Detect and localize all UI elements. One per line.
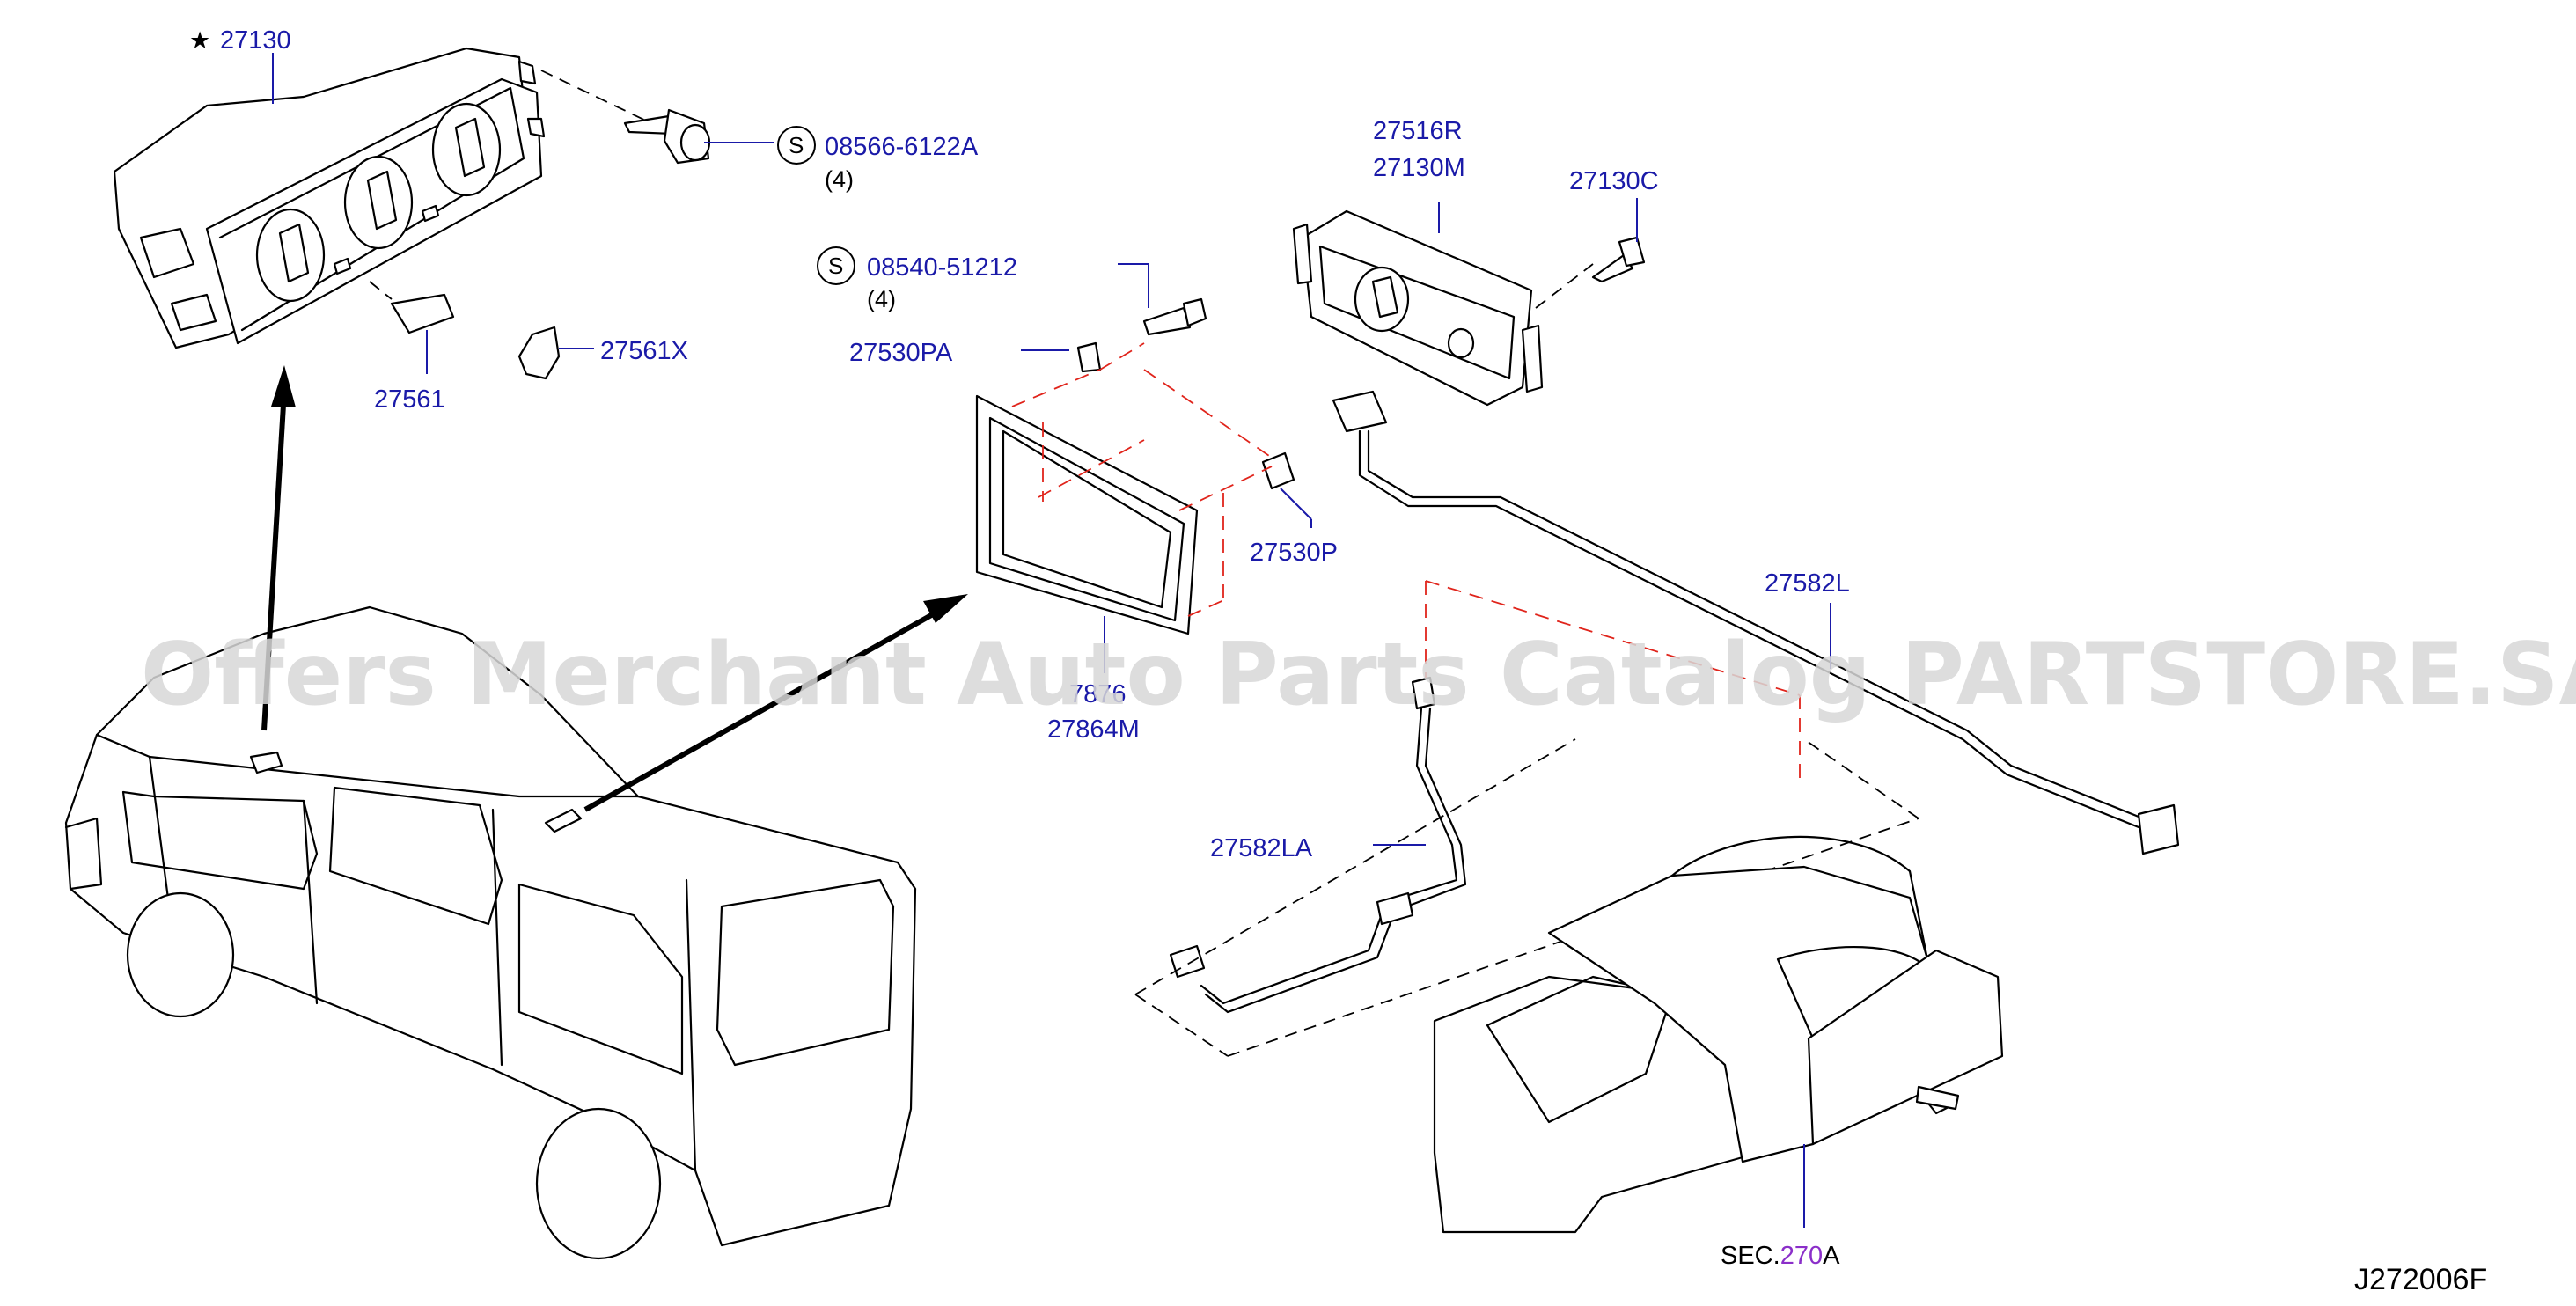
part-label-27561x: 27561X bbox=[600, 337, 688, 365]
part-label-7876: 7876 bbox=[1069, 680, 1127, 708]
part-label-27130c: 27130C bbox=[1569, 167, 1659, 195]
part-label-08566-6122a: 08566-6122A bbox=[825, 133, 979, 161]
part-label-27582la: 27582LA bbox=[1210, 834, 1313, 862]
qty-label-08566: (4) bbox=[825, 166, 854, 193]
part-label-27530p: 27530P bbox=[1250, 539, 1338, 567]
harness-27582l bbox=[1332, 390, 2180, 855]
screw-27130c bbox=[1591, 236, 1646, 283]
section-number[interactable]: 270 bbox=[1780, 1242, 1823, 1270]
part-label-27130: 27130 bbox=[220, 26, 291, 55]
section-reference[interactable]: SEC.270A bbox=[1721, 1242, 1840, 1270]
section-suffix: A bbox=[1823, 1242, 1840, 1270]
vehicle-illustration bbox=[64, 605, 917, 1260]
qty-label-08540: (4) bbox=[867, 286, 896, 312]
rear-control-assembly bbox=[1292, 209, 1544, 407]
leader-lines bbox=[272, 53, 1831, 1228]
part-label-08540-51212: 08540-51212 bbox=[867, 253, 1017, 282]
diagram-code: J272006F bbox=[2354, 1263, 2487, 1296]
screw-symbol-circle-2 bbox=[817, 246, 855, 285]
screw-symbol-2: S bbox=[828, 253, 843, 279]
heater-control-assembly bbox=[113, 47, 546, 349]
part-label-27516r: 27516R bbox=[1373, 117, 1463, 145]
bezel-frame bbox=[975, 341, 1295, 635]
screw-08540 bbox=[1142, 297, 1207, 336]
cap-27561x bbox=[517, 326, 561, 380]
part-label-27561: 27561 bbox=[374, 385, 445, 414]
section-prefix: SEC. bbox=[1721, 1242, 1780, 1270]
part-label-27130m: 27130M bbox=[1373, 154, 1465, 182]
screw-symbol-1: S bbox=[789, 132, 804, 158]
part-label-27582l: 27582L bbox=[1765, 569, 1850, 598]
part-label-27864m: 27864M bbox=[1047, 715, 1140, 744]
heater-unit bbox=[1433, 835, 2004, 1234]
star-symbol: ★ bbox=[189, 27, 210, 54]
screw-08566 bbox=[623, 108, 711, 165]
knob-27561 bbox=[390, 293, 455, 334]
bezel-dash-guides bbox=[1011, 342, 1273, 617]
watermark: Offers Merchant Auto Parts Catalog PARTS… bbox=[141, 625, 2576, 725]
screw-symbol-circle-1 bbox=[777, 126, 816, 165]
location-arrows bbox=[261, 365, 968, 812]
part-label-27530pa: 27530PA bbox=[849, 339, 953, 367]
